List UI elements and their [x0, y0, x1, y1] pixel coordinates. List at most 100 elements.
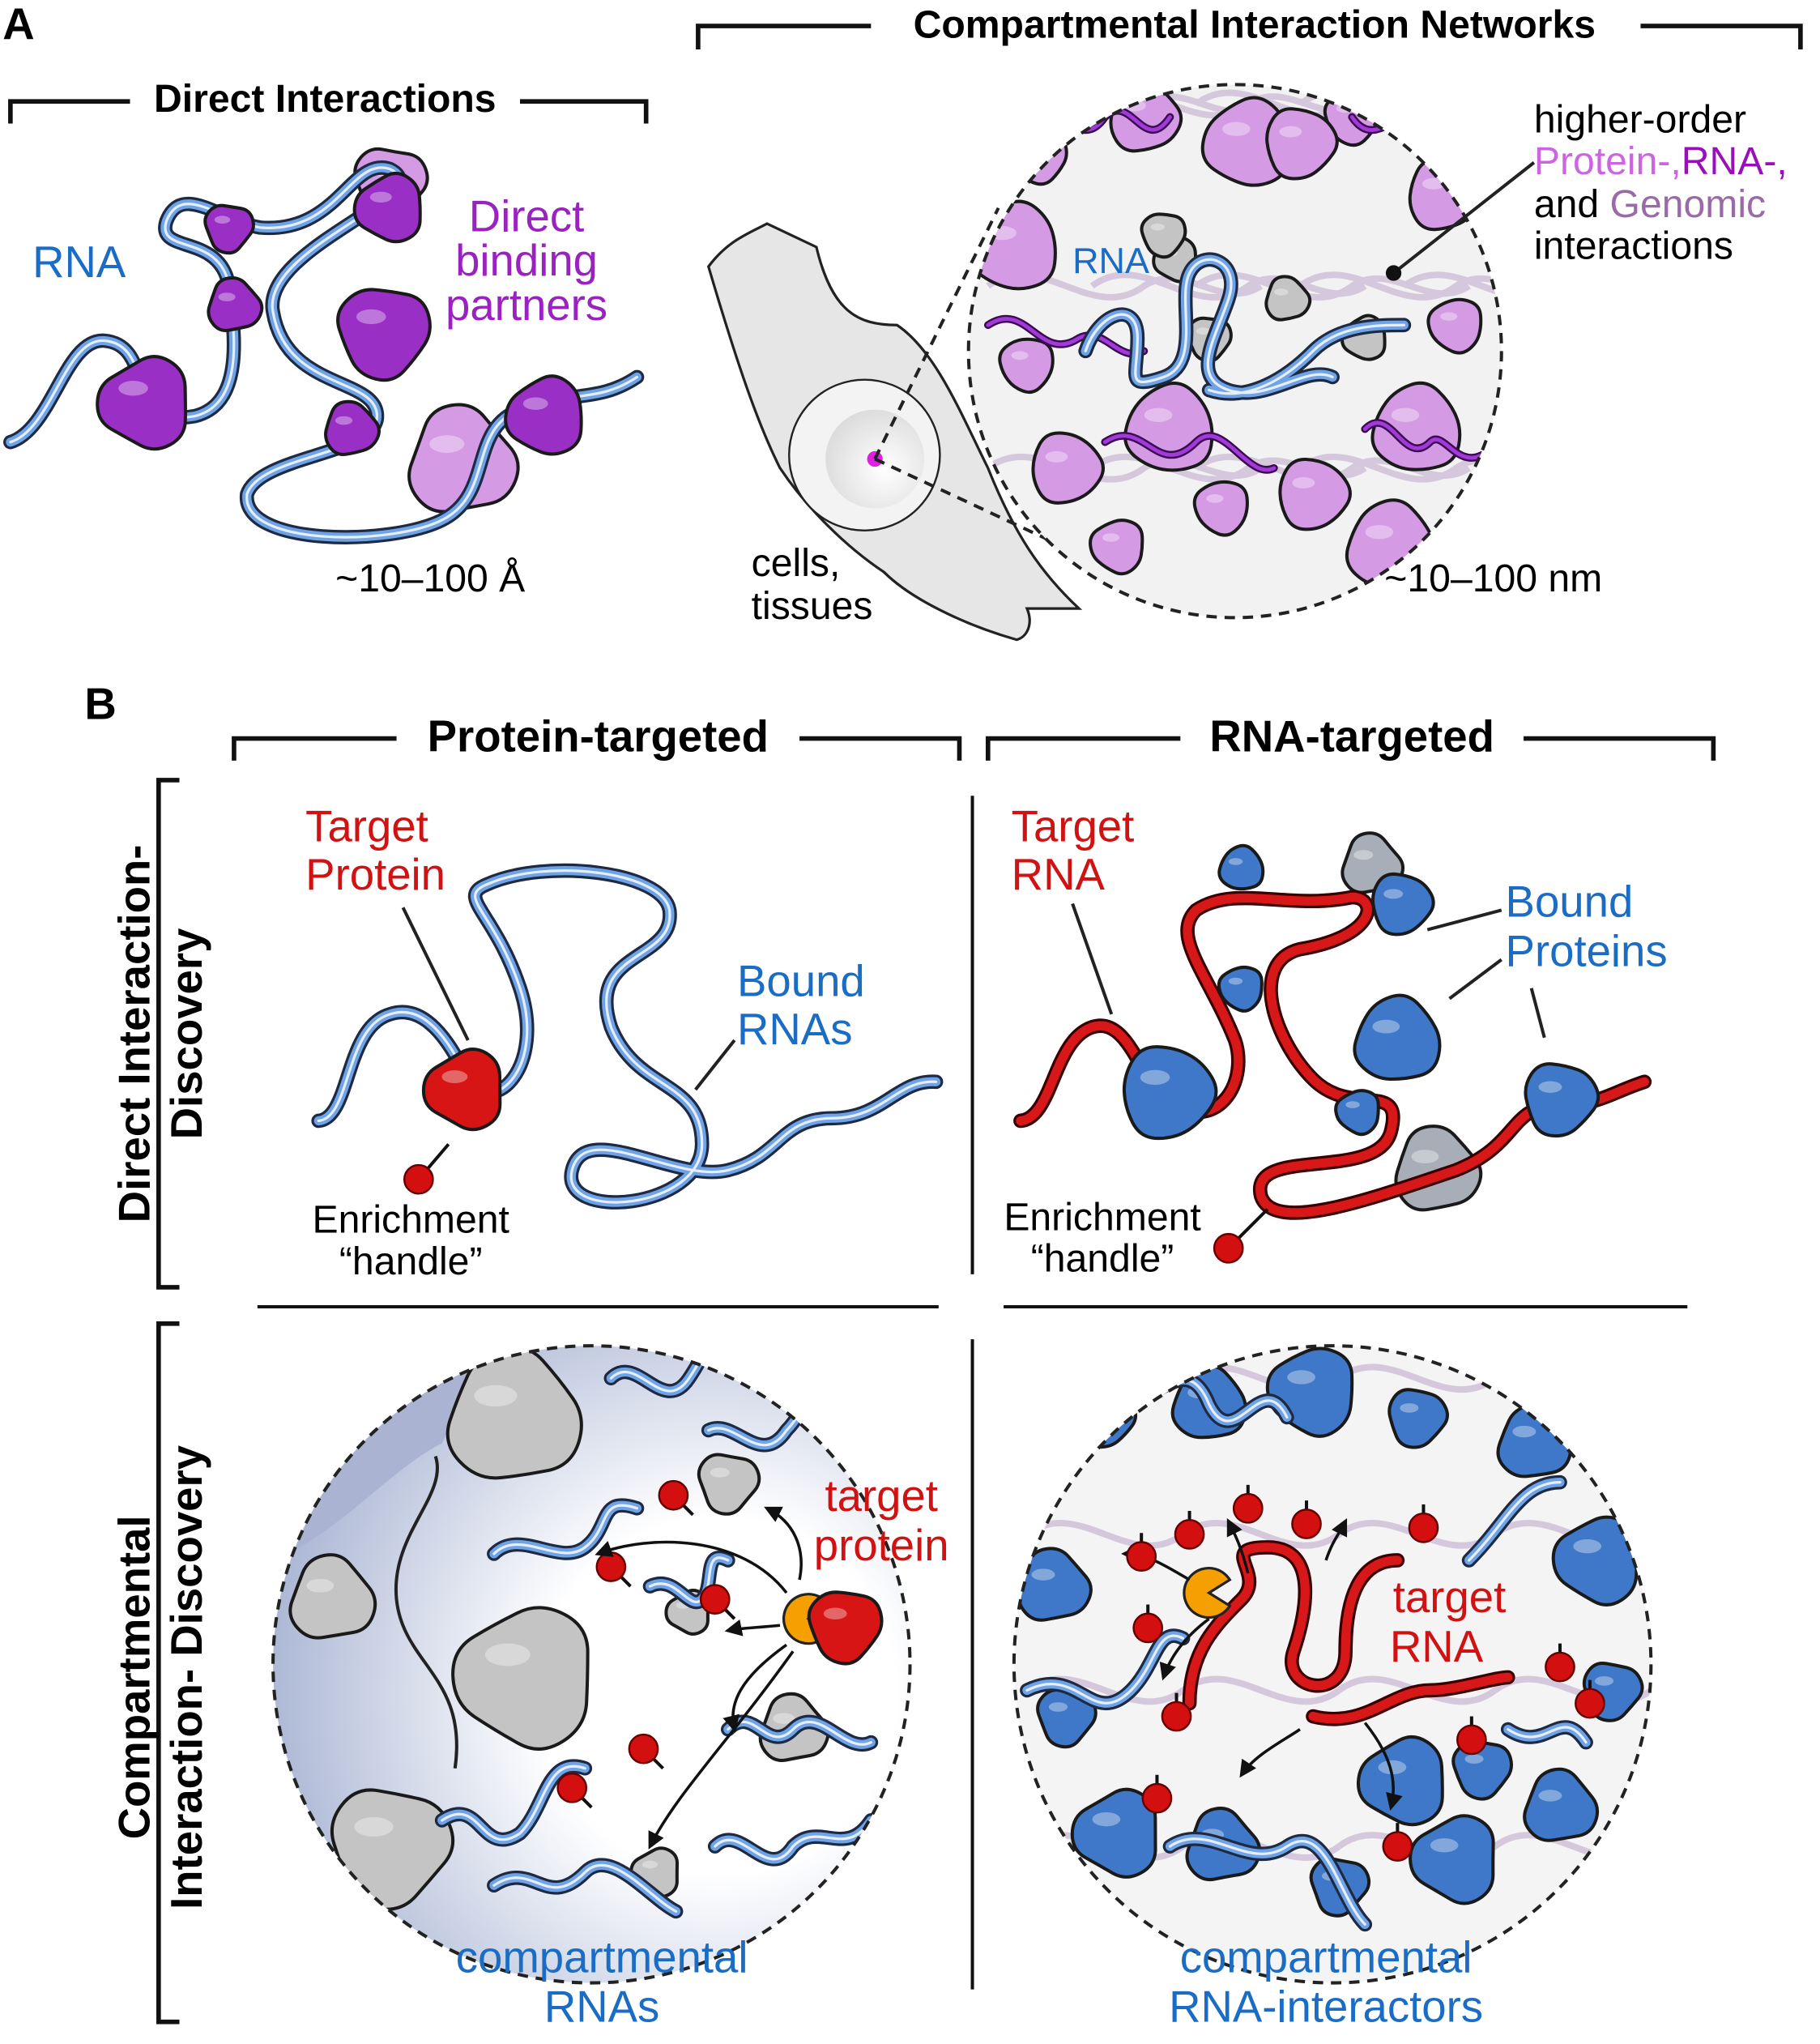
interacting-rna [1102, 433, 1277, 472]
compartment-protein [1409, 1814, 1495, 1905]
bound-protein [1353, 993, 1442, 1082]
and-text: and [1534, 182, 1599, 226]
compartment-protein-highlight [1144, 408, 1173, 422]
binding-protein-highlight [356, 309, 386, 325]
handle-label-line1: Enrichment [312, 1198, 509, 1242]
direct-partners-line3: partners [445, 280, 607, 330]
protein-targeted-bracket [232, 736, 962, 761]
cells-label-line2: tissues [752, 584, 873, 628]
compartment-protein-highlight [1421, 177, 1445, 190]
compartment-protein [1426, 297, 1483, 355]
compartment-protein [1265, 107, 1339, 181]
compartment-rna-shine [1084, 258, 1405, 395]
proximity-label [1174, 1518, 1205, 1550]
binding-protein-highlight [118, 381, 148, 396]
direct-protein-illustration [311, 863, 944, 1210]
genomic-fiber [1336, 1363, 1498, 1393]
compartment-protein [1551, 1515, 1639, 1607]
compartment-protein [1387, 1388, 1449, 1449]
bound-rnas-leader [694, 1039, 736, 1091]
proximity-label [1291, 1508, 1322, 1539]
compartment-protein [1278, 458, 1352, 531]
bound-protein-highlight [1345, 1101, 1360, 1108]
rna-label: RNA [32, 237, 126, 287]
grey-protein-highlight [710, 1467, 730, 1478]
labeling-arrow [595, 1540, 788, 1594]
row-header-direct: Direct Interaction- Discovery [110, 845, 211, 1223]
bound-protein [1217, 843, 1265, 891]
genomic-fiber [1401, 271, 1502, 301]
target-protein-highlight [823, 1607, 847, 1619]
compartment-protein-border [271, 1344, 912, 1985]
bound-rnas-line1: Bound [737, 956, 865, 1005]
compartment-protein-highlight [1045, 450, 1068, 463]
bound-protein-highlight [1538, 1081, 1562, 1093]
bound-proteins-leader [1529, 988, 1546, 1039]
enrichment-handle [403, 1163, 434, 1195]
bound-protein [1217, 965, 1264, 1013]
bound-protein [1370, 872, 1435, 937]
proximity-label [1126, 1541, 1157, 1572]
interacting-rna [1362, 420, 1485, 460]
compartmental-bracket [696, 23, 1803, 49]
bound-proteins-leader [1426, 908, 1502, 932]
compartmental-networks-title: Compartmental Interaction Networks [914, 3, 1596, 47]
panel-a-label: A [2, 0, 34, 49]
compartment-protein-highlight [1391, 408, 1420, 422]
rna-handle-label-line1: Enrichment [1004, 1195, 1201, 1239]
leader-dot [1385, 265, 1402, 281]
direct-scale-label: ~10–100 Å [335, 557, 525, 600]
bound-protein [1524, 1062, 1600, 1138]
panel-b-label: B [84, 680, 116, 729]
proximity-label [1141, 1782, 1173, 1814]
proximity-label [1232, 1492, 1264, 1524]
binding-protein [504, 374, 583, 456]
genomic-fiber [1181, 1675, 1341, 1705]
labeling-arrow [1239, 1728, 1301, 1778]
genomic-fiber [1181, 1520, 1341, 1549]
binding-protein-highlight [214, 215, 231, 224]
grey-protein [288, 1553, 377, 1640]
compartment-protein-highlight [1031, 1568, 1055, 1581]
compartment-protein-highlight [1594, 1676, 1614, 1686]
handle-label-line2: “handle” [339, 1240, 483, 1283]
grey-protein [451, 1606, 590, 1751]
direct-interaction-illustration [3, 147, 645, 544]
binding-protein [324, 399, 381, 456]
grey-protein-highlight [1353, 850, 1374, 860]
target-rna [1184, 1543, 1513, 1724]
compartment-protein-highlight [1365, 525, 1394, 540]
compartment-protein-highlight [1538, 1790, 1562, 1802]
genomic-line: and Genomic [1534, 182, 1766, 226]
compartment-protein-highlight [1222, 122, 1251, 136]
direct-partners-line1: Direct [469, 192, 584, 241]
comp-target-protein-line2: protein [814, 1521, 949, 1570]
binding-protein-highlight [522, 397, 548, 410]
labeling-arrow [1324, 1518, 1348, 1561]
compartmental-rna-shine [727, 1720, 872, 1746]
row-compartmental-bracket [156, 1321, 180, 2025]
genomic-fiber [1298, 271, 1502, 301]
rna-type: RNA-, [1681, 139, 1788, 183]
compartment-rna-circle [1013, 1346, 1652, 1983]
bound-protein-highlight [1140, 1069, 1170, 1086]
compartment-protein-highlight [1092, 1811, 1121, 1827]
bound-proteins-line1: Bound [1506, 877, 1634, 926]
labeling-arrow [764, 1506, 803, 1581]
binding-protein-highlight [369, 191, 392, 203]
genomic-fiber [1298, 454, 1502, 483]
genomic-type: Genomic [1610, 182, 1767, 226]
interactions-text: interactions [1534, 224, 1733, 267]
compartment-rna-shine [1507, 1726, 1588, 1744]
grey-protein-highlight [484, 1643, 531, 1666]
grey-protein-highlight [1196, 327, 1211, 335]
higher-order-text: higher-order [1534, 98, 1746, 142]
column-header-protein-targeted: Protein-targeted [428, 712, 769, 762]
proximity-label [1382, 1831, 1413, 1862]
labeling-enzyme [1183, 1566, 1232, 1619]
proximity-label [628, 1733, 659, 1764]
compartmental-rna-shine [714, 1819, 872, 1861]
compartment-protein-illustration [273, 1346, 884, 1919]
bound-proteins-leader [1448, 958, 1502, 1001]
target-rna-line2: RNA [1012, 850, 1106, 899]
